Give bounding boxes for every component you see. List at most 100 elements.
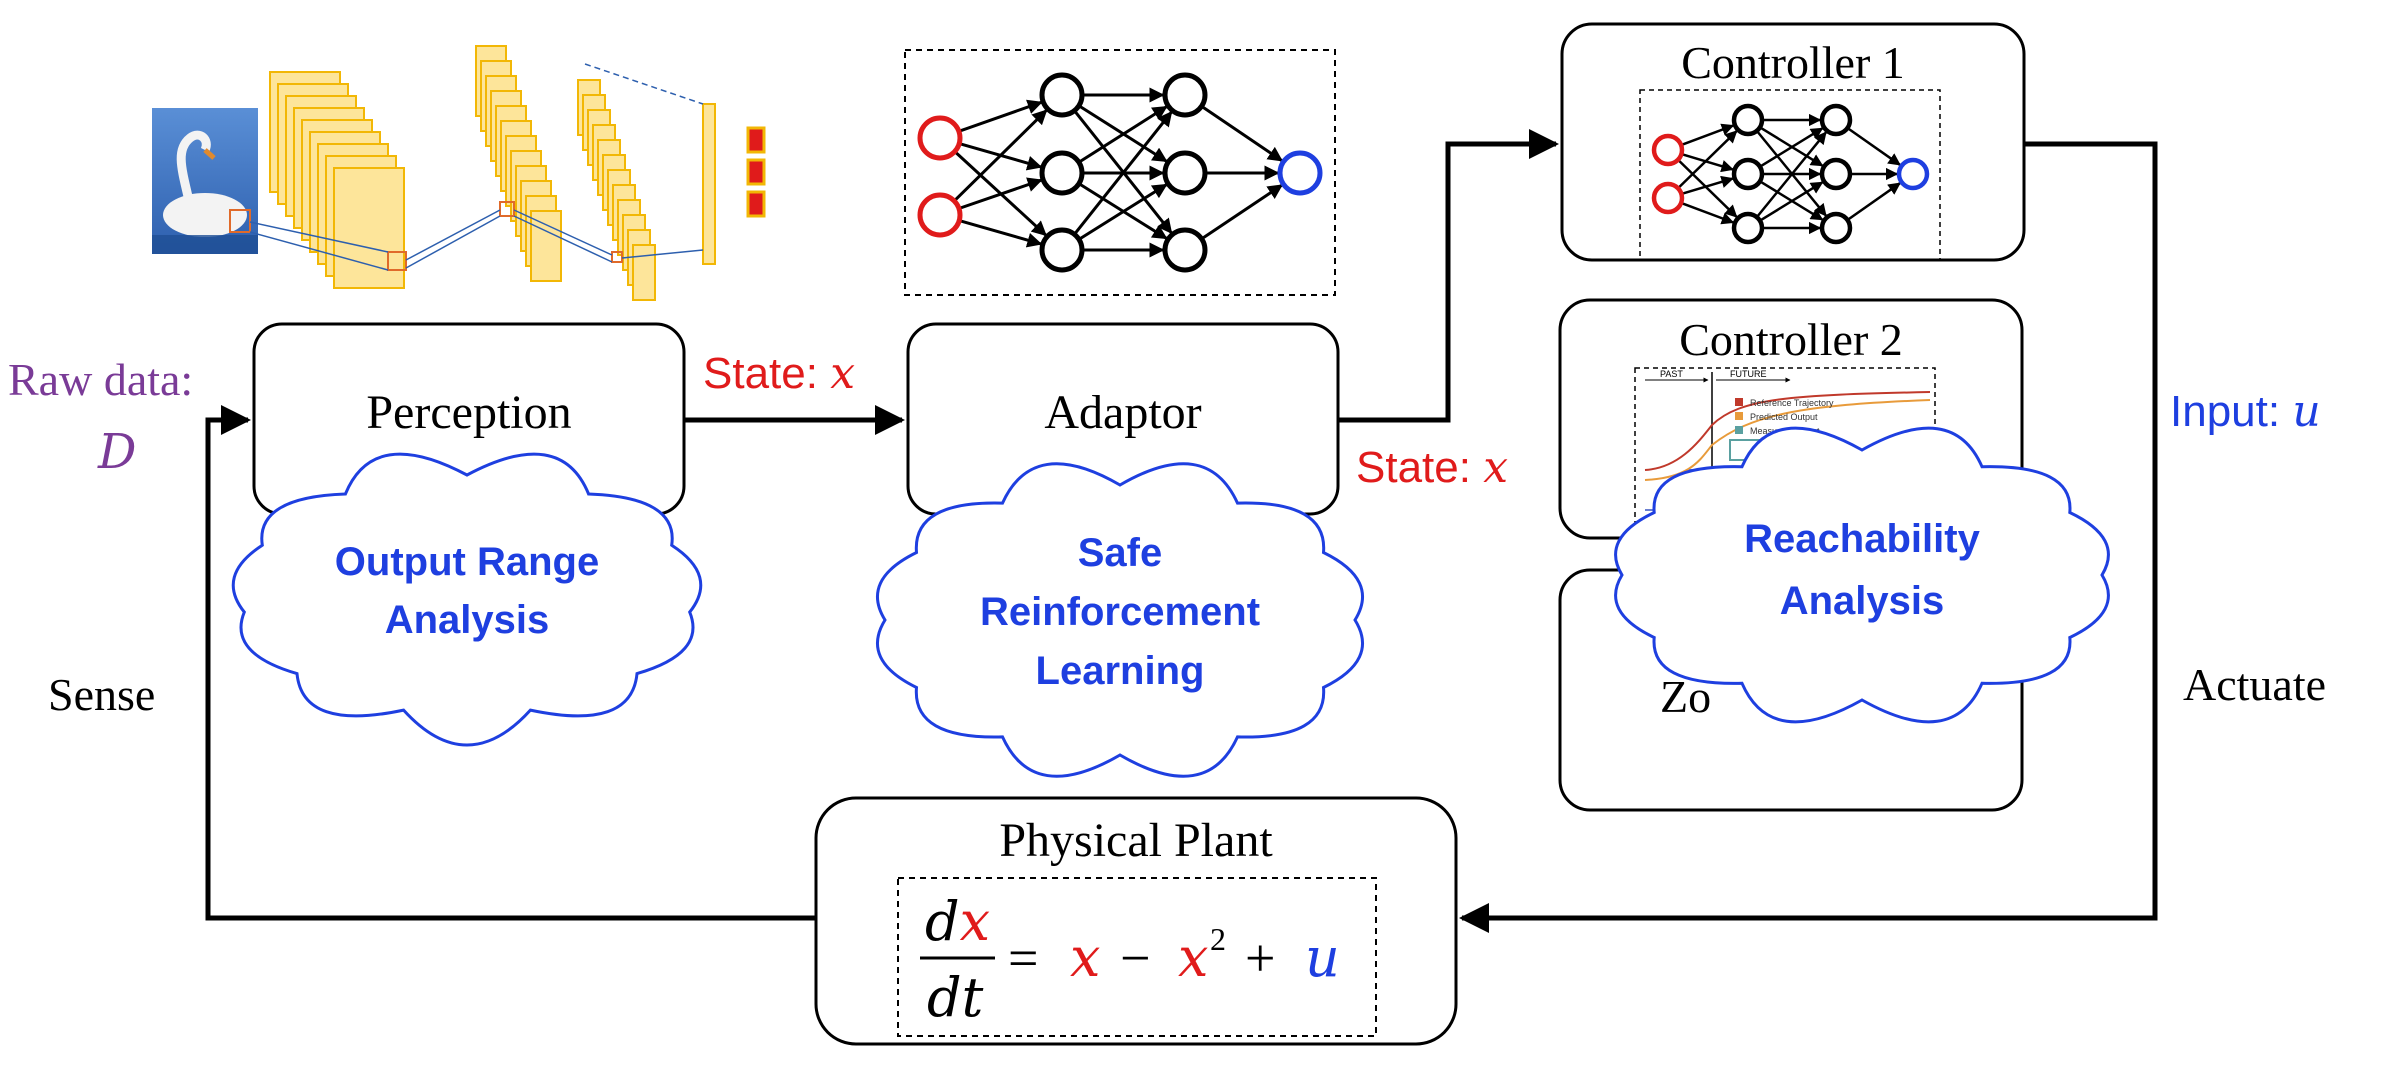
nn-hidden-node <box>1819 103 1853 137</box>
arrow-adaptor-to-controllers <box>1338 129 1559 423</box>
cnn-connection <box>513 209 613 256</box>
cloud-output-range[interactable]: Output Range Analysis <box>231 452 703 747</box>
adaptor-label: Adaptor <box>1044 386 1201 439</box>
mpc-future-label: FUTURE <box>1730 369 1767 379</box>
nn-hidden-node <box>1162 72 1208 118</box>
mpc-legend-swatch-1 <box>1735 398 1743 406</box>
nn-dashed-frame <box>904 49 1336 296</box>
perception-label: Perception <box>366 386 571 439</box>
nn-edge <box>1677 130 1738 190</box>
cnn-output-unit <box>746 126 766 154</box>
nn-edge <box>1755 131 1827 218</box>
controller-1-block[interactable]: Controller 1 <box>1560 22 2026 262</box>
nn-hidden-node <box>1819 157 1853 191</box>
nn-edge <box>958 219 1043 248</box>
cloud-safe-rl-line-1: Safe <box>1078 531 1163 575</box>
state-x-label-2: State: x <box>1356 442 1508 493</box>
nn-edge <box>1200 104 1284 162</box>
actuate-label: Actuate <box>2183 659 2326 710</box>
nn-input-node <box>1651 181 1685 215</box>
eq-x1: x <box>1070 926 1100 989</box>
cnn-connection <box>584 63 704 105</box>
cnn-feature-map <box>530 210 562 282</box>
nn-output-node <box>1277 150 1323 196</box>
mpc-legend-1: Reference Trajectory <box>1750 398 1834 408</box>
cnn-connection <box>513 215 613 263</box>
mpc-legend-swatch-2 <box>1735 412 1743 420</box>
nn-edge <box>1846 182 1901 221</box>
nn-hidden-node <box>1731 157 1765 191</box>
nn-hidden-node <box>1039 72 1085 118</box>
nn-hidden-node <box>1731 103 1765 137</box>
connections <box>205 129 2158 933</box>
dynamics-equation: dx dt = x − x 2 + u <box>920 890 1340 1029</box>
nn-edge <box>958 99 1043 133</box>
cloud-reachability-shape <box>1614 426 2110 724</box>
cloud-output-range-line-2: Analysis <box>385 598 550 642</box>
eq-minus: − <box>1120 928 1150 988</box>
cloud-reachability-line-2: Analysis <box>1780 579 1945 623</box>
eq-equals: = <box>1008 928 1038 988</box>
controller-1-neural-network-icon <box>1651 103 1930 245</box>
physical-plant-label: Physical Plant <box>999 814 1273 867</box>
cloud-reachability[interactable]: Reachability Analysis <box>1614 426 2110 724</box>
cloud-safe-rl-line-3: Learning <box>1036 649 1205 693</box>
nn-edge <box>1846 127 1901 166</box>
nn-edge <box>1759 181 1824 222</box>
nn-hidden-node <box>1731 211 1765 245</box>
mpc-reference-curve <box>1644 391 1931 471</box>
swan-photo-icon <box>152 108 258 254</box>
cnn-layers-icon <box>249 45 766 301</box>
mpc-legend-2: Predicted Output <box>1750 412 1818 422</box>
cloud-safe-rl[interactable]: Safe Reinforcement Learning <box>875 462 1365 778</box>
eq-x2: x <box>1178 926 1208 989</box>
cnn-feature-map <box>333 167 405 289</box>
physical-plant-box[interactable] <box>814 796 1458 1046</box>
nn-edge <box>1073 111 1173 236</box>
nn-hidden-node <box>1039 227 1085 273</box>
cnn-feature-map <box>632 244 656 301</box>
equation-frame <box>897 877 1377 1037</box>
cnn-kernel <box>387 251 407 271</box>
cloud-output-range-line-1: Output Range <box>335 540 599 584</box>
nn-hidden-node <box>1039 150 1085 196</box>
neural-network-icon <box>917 72 1323 273</box>
cnn-kernel <box>499 201 515 217</box>
top-neural-network <box>904 49 1336 296</box>
adaptor-block[interactable]: Adaptor <box>906 322 1340 516</box>
cnn-connection <box>249 221 389 253</box>
nn-hidden-node <box>1819 211 1853 245</box>
sense-label: Sense <box>48 669 155 720</box>
mpc-past-label: PAST <box>1660 369 1683 379</box>
perception-block[interactable]: Perception <box>252 322 686 516</box>
mpc-legend-swatch-3 <box>1735 426 1743 434</box>
cnn-output-unit <box>746 190 766 218</box>
controller-1-label: Controller 1 <box>1681 37 1905 88</box>
nn-edge <box>1078 105 1168 164</box>
cloud-safe-rl-line-2: Reinforcement <box>980 590 1260 634</box>
eq-num-d: dx <box>925 890 990 953</box>
cnn-illustration <box>152 45 766 301</box>
eq-den: dt <box>927 966 984 1029</box>
cloud-output-range-shape <box>231 452 703 747</box>
nn-edge <box>958 177 1043 210</box>
cnn-connection <box>405 209 501 261</box>
arrow-controllers-to-plant <box>1459 141 2158 933</box>
nn-output-node <box>1896 157 1930 191</box>
raw-data-symbol: D <box>97 424 136 480</box>
cloud-reachability-line-1: Reachability <box>1744 517 1980 561</box>
nn-input-node <box>917 115 963 161</box>
controller-1-nn-frame <box>1639 89 1941 261</box>
cnn-kernel <box>611 251 623 263</box>
nn-edge <box>1681 152 1734 173</box>
eq-plus: + <box>1245 928 1275 988</box>
nn-hidden-node <box>1162 227 1208 273</box>
eq-u: u <box>1305 926 1340 989</box>
nn-edge <box>1078 183 1168 241</box>
raw-data-label: Raw data: <box>8 354 193 405</box>
cnn-connection <box>405 215 501 269</box>
controller-2-label: Controller 2 <box>1679 314 1903 365</box>
nn-edge <box>1759 127 1824 168</box>
physical-plant-block[interactable]: Physical Plant dx dt = x − x 2 + u <box>814 796 1458 1046</box>
